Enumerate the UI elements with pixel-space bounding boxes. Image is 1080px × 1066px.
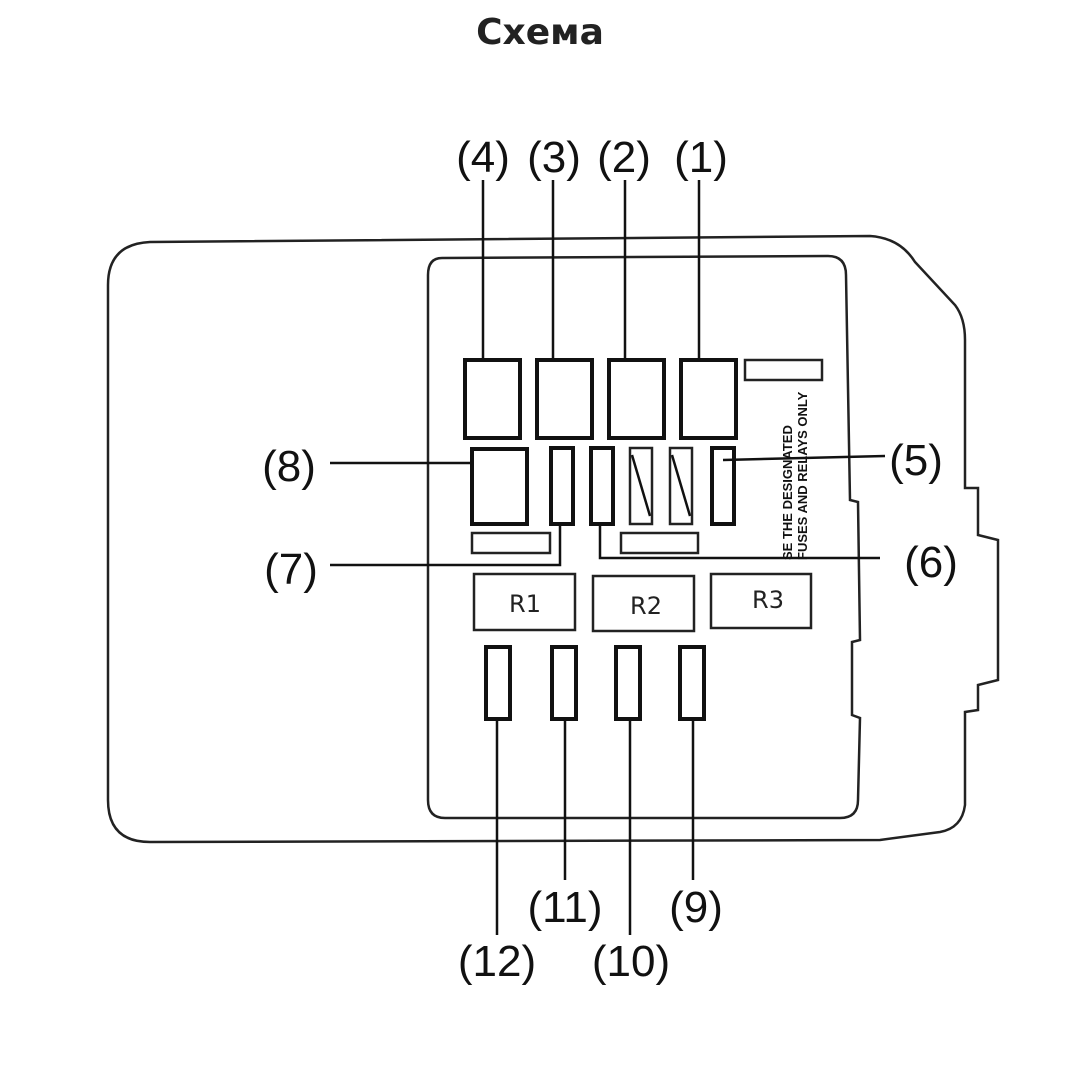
notice-line-1: SE THE DESIGNATED [780,425,795,560]
relay-1 [679,358,738,440]
fuse-panel [426,254,862,820]
relay-r3-label: R3 [752,586,784,614]
callout-4: (4) [456,133,510,182]
page-title: Схема [476,12,604,53]
notice-text: SE THE DESIGNATED FUSES AND RELAYS ONLY [780,391,810,560]
spare-fuse-slot [628,446,654,526]
relay-8 [470,447,529,526]
callout-12: (12) [458,937,536,986]
callout-11: (11) [528,883,603,932]
fuse-10 [614,645,642,721]
relay-r2 [591,574,696,633]
relay-r1-label: R1 [509,590,541,618]
label-plate [743,358,824,382]
fuse-5 [710,446,736,526]
callout-8: (8) [262,442,316,491]
fuse-11 [550,645,578,721]
relay-3 [535,358,594,440]
relay-4 [463,358,522,440]
fuse-12 [484,645,512,721]
callout-10: (10) [592,937,670,986]
label-strip [619,531,700,555]
fuse-6 [589,446,615,526]
label-strip [470,531,552,555]
notice-line-2: FUSES AND RELAYS ONLY [795,391,810,560]
callout-3: (3) [527,133,581,182]
spare-fuse-slot [668,446,694,526]
callout-9: (9) [669,883,723,932]
callout-6: (6) [904,538,958,587]
relay-2 [607,358,666,440]
callout-7: (7) [264,545,318,594]
callout-5: (5) [889,436,943,485]
callout-2: (2) [597,133,651,182]
relay-r2-label: R2 [630,592,662,620]
fuse-box-housing [106,234,1000,844]
fuse-9 [678,645,706,721]
relay-r3 [709,572,813,630]
fuse-7 [549,446,575,526]
relay-r1 [472,572,577,632]
callout-1: (1) [674,133,728,182]
